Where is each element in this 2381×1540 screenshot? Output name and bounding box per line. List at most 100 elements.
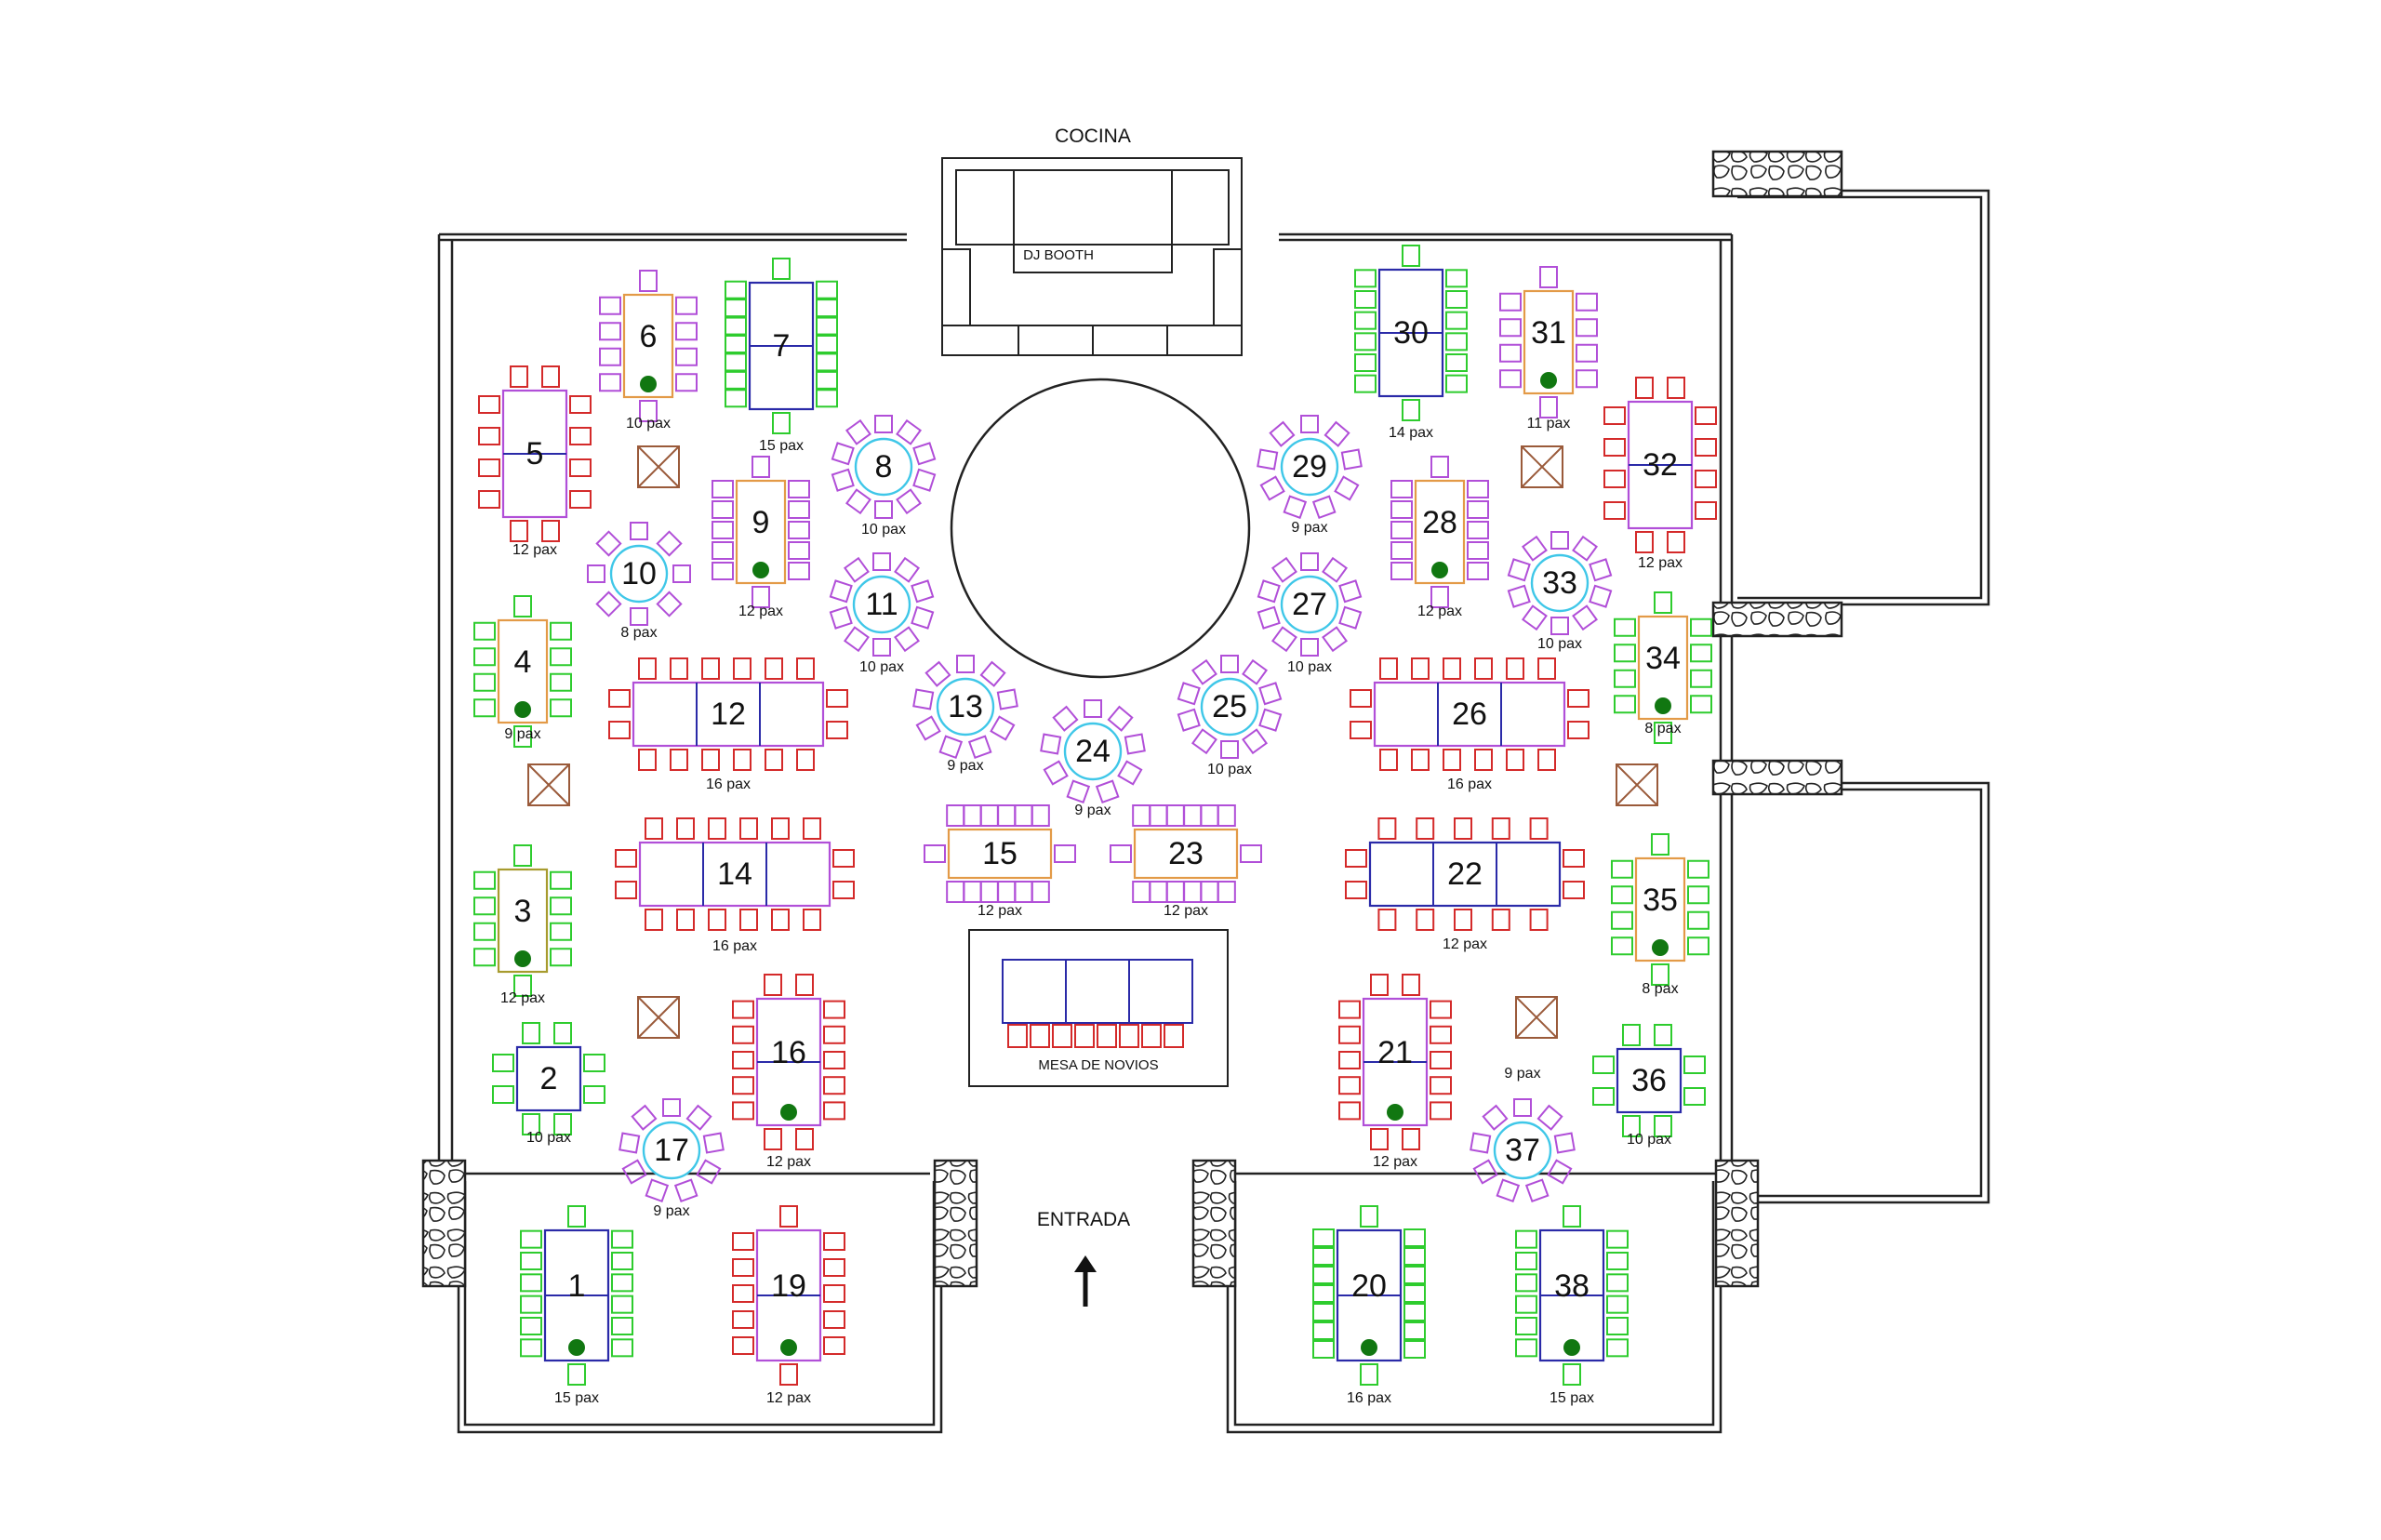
chair — [1467, 480, 1489, 498]
chair — [1474, 749, 1493, 771]
chair — [1603, 438, 1626, 457]
chair — [569, 427, 592, 445]
chair — [803, 817, 821, 840]
chair — [673, 1178, 698, 1203]
chair — [752, 456, 770, 478]
table-13[interactable]: 139 pax — [912, 655, 1018, 774]
chair — [1110, 844, 1132, 863]
chair — [1606, 1229, 1629, 1249]
chair — [1491, 817, 1510, 840]
chair — [1547, 1159, 1573, 1185]
table-3[interactable]: 312 pax — [473, 844, 572, 1006]
chair — [1270, 556, 1297, 583]
table-1[interactable]: 115 pax — [520, 1205, 633, 1406]
chair — [823, 1076, 845, 1095]
table-24[interactable]: 249 pax — [1040, 699, 1146, 818]
chair — [779, 1205, 798, 1228]
chair — [829, 605, 853, 630]
chair — [473, 698, 496, 718]
table-capacity: 16 pax — [1347, 1390, 1391, 1406]
chair — [1430, 1025, 1452, 1044]
chair — [473, 896, 496, 916]
chair — [1563, 1363, 1581, 1386]
table-number: 2 — [540, 1061, 558, 1096]
table-number: 21 — [1377, 1035, 1413, 1070]
table-9[interactable]: 912 pax — [712, 456, 810, 619]
entrance-label: ENTRADA — [1037, 1209, 1130, 1230]
chair — [823, 1000, 845, 1019]
chair — [1606, 1252, 1629, 1270]
chair — [915, 715, 941, 741]
chair — [771, 817, 790, 840]
chair — [1354, 290, 1377, 309]
chair — [1338, 1101, 1361, 1121]
chair — [1553, 1132, 1576, 1154]
table-capacity: 8 pax — [1642, 981, 1678, 997]
marker-dot — [640, 376, 657, 392]
table-29[interactable]: 299 pax — [1257, 415, 1363, 536]
table-7[interactable]: 715 pax — [725, 258, 838, 454]
chair — [1472, 1159, 1498, 1185]
table-37[interactable]: 379 pax — [1470, 1066, 1576, 1203]
chair — [473, 948, 496, 967]
chair — [510, 520, 528, 542]
chair — [1390, 500, 1413, 519]
chair — [583, 1054, 605, 1072]
chair — [639, 400, 658, 422]
table-10[interactable]: 108 pax — [587, 522, 691, 641]
chair — [522, 1113, 540, 1135]
chair — [478, 490, 500, 509]
chair — [990, 715, 1016, 741]
chair — [1539, 396, 1558, 418]
chair — [1014, 804, 1033, 827]
chair — [1031, 881, 1050, 903]
table-35[interactable]: 358 pax — [1611, 833, 1709, 997]
chair — [1403, 1266, 1426, 1284]
chair — [1515, 1317, 1537, 1335]
table-8[interactable]: 810 pax — [831, 415, 937, 538]
chair — [1312, 1266, 1335, 1284]
chair — [788, 541, 810, 560]
chair — [816, 335, 838, 353]
chair — [541, 520, 560, 542]
table-number: 28 — [1422, 505, 1457, 540]
chair — [701, 749, 720, 771]
chair — [912, 688, 935, 710]
chair — [1443, 749, 1461, 771]
chair — [765, 657, 783, 680]
table-2[interactable]: 210 pax — [492, 1022, 605, 1146]
chair — [1403, 1321, 1426, 1340]
chair — [696, 1159, 722, 1185]
table-4[interactable]: 49 pax — [473, 595, 572, 748]
chair — [1537, 749, 1556, 771]
table-5[interactable]: 512 pax — [478, 365, 592, 558]
chair — [779, 1363, 798, 1386]
table-top — [1373, 681, 1566, 748]
table-6[interactable]: 610 pax — [599, 270, 698, 431]
table-capacity: 12 pax — [738, 604, 783, 619]
table-17[interactable]: 179 pax — [619, 1098, 725, 1219]
table-capacity: 15 pax — [759, 438, 804, 454]
table-34[interactable]: 348 pax — [1614, 591, 1712, 744]
